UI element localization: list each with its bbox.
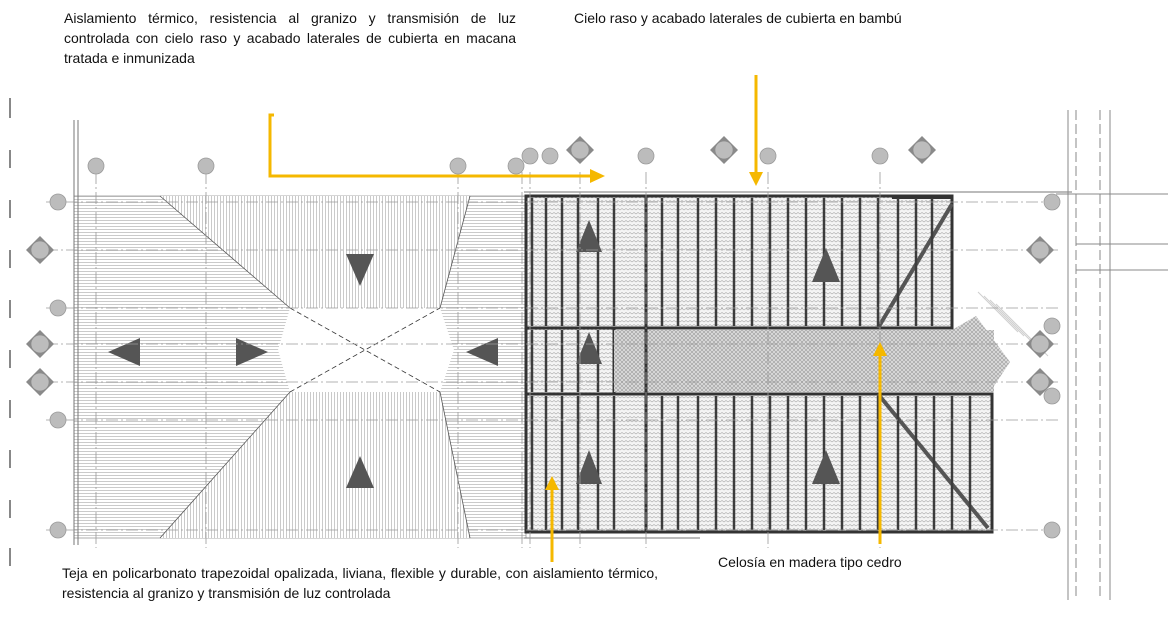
slope-arrow-up-a: [576, 220, 602, 252]
grid-bubble: [507, 157, 525, 175]
grid-bubbles: [26, 136, 1061, 539]
arrowhead-right: [590, 169, 605, 183]
grid-bubble: [197, 157, 215, 175]
grid-bubble: [1031, 335, 1049, 353]
structural-grid-lines: [46, 172, 1060, 548]
arrowhead-up-b: [873, 342, 887, 356]
grid-bubble: [715, 141, 733, 159]
slope-arrow-left-2: [466, 338, 498, 366]
left-roof-slope-arrows: [108, 254, 498, 488]
roof-rafters: [530, 198, 972, 530]
grid-bubble: [571, 141, 589, 159]
annotation-bottom-left: Teja en policarbonato trapezoidal opaliz…: [62, 565, 658, 601]
grid-bubble: [31, 373, 49, 391]
slope-arrow-up-c: [576, 332, 602, 364]
annotation-top-right: Cielo raso y acabado laterales de cubier…: [574, 10, 902, 26]
slope-arrow-left: [108, 338, 140, 366]
grid-bubble: [49, 193, 67, 211]
grid-bubble: [637, 147, 655, 165]
callout-arrowheads: [545, 169, 887, 490]
grid-bubble: [1031, 241, 1049, 259]
callout-leaders: [268, 75, 882, 562]
grid-bubble: [759, 147, 777, 165]
slope-arrow-up: [346, 456, 374, 488]
slope-arrow-up-e: [812, 450, 840, 484]
leader-top-left: [268, 113, 596, 178]
grid-bubble: [1043, 387, 1061, 405]
grid-bubble: [449, 157, 467, 175]
grid-bubble: [521, 147, 539, 165]
right-edge-lines: [1056, 110, 1168, 600]
grid-bubble: [31, 241, 49, 259]
slope-arrow-right: [236, 338, 268, 366]
slope-arrow-up-b: [812, 248, 840, 282]
grid-bubble: [1043, 521, 1061, 539]
arrowhead-up-a: [545, 476, 559, 490]
grid-bubble: [87, 157, 105, 175]
slope-arrow-down: [346, 254, 374, 286]
arrowhead-down: [749, 172, 763, 186]
left-hip-roof: [73, 120, 527, 545]
grid-bubble: [31, 335, 49, 353]
grid-bubble: [871, 147, 889, 165]
right-roof-slope-arrows: [576, 220, 840, 484]
grid-bubble: [913, 141, 931, 159]
annotation-bottom-right: Celosía en madera tipo cedro: [718, 554, 902, 570]
slope-arrow-up-d: [576, 450, 602, 484]
grid-bubble: [1043, 317, 1061, 335]
right-framed-roof: [524, 191, 1072, 539]
grid-bubble: [1031, 373, 1049, 391]
grid-bubble: [541, 147, 559, 165]
grid-bubble: [1043, 193, 1061, 211]
grid-bubble: [49, 411, 67, 429]
grid-bubble: [49, 299, 67, 317]
annotation-top-left: Aislamiento térmico, resistencia al gran…: [64, 10, 516, 66]
grid-bubble: [49, 521, 67, 539]
